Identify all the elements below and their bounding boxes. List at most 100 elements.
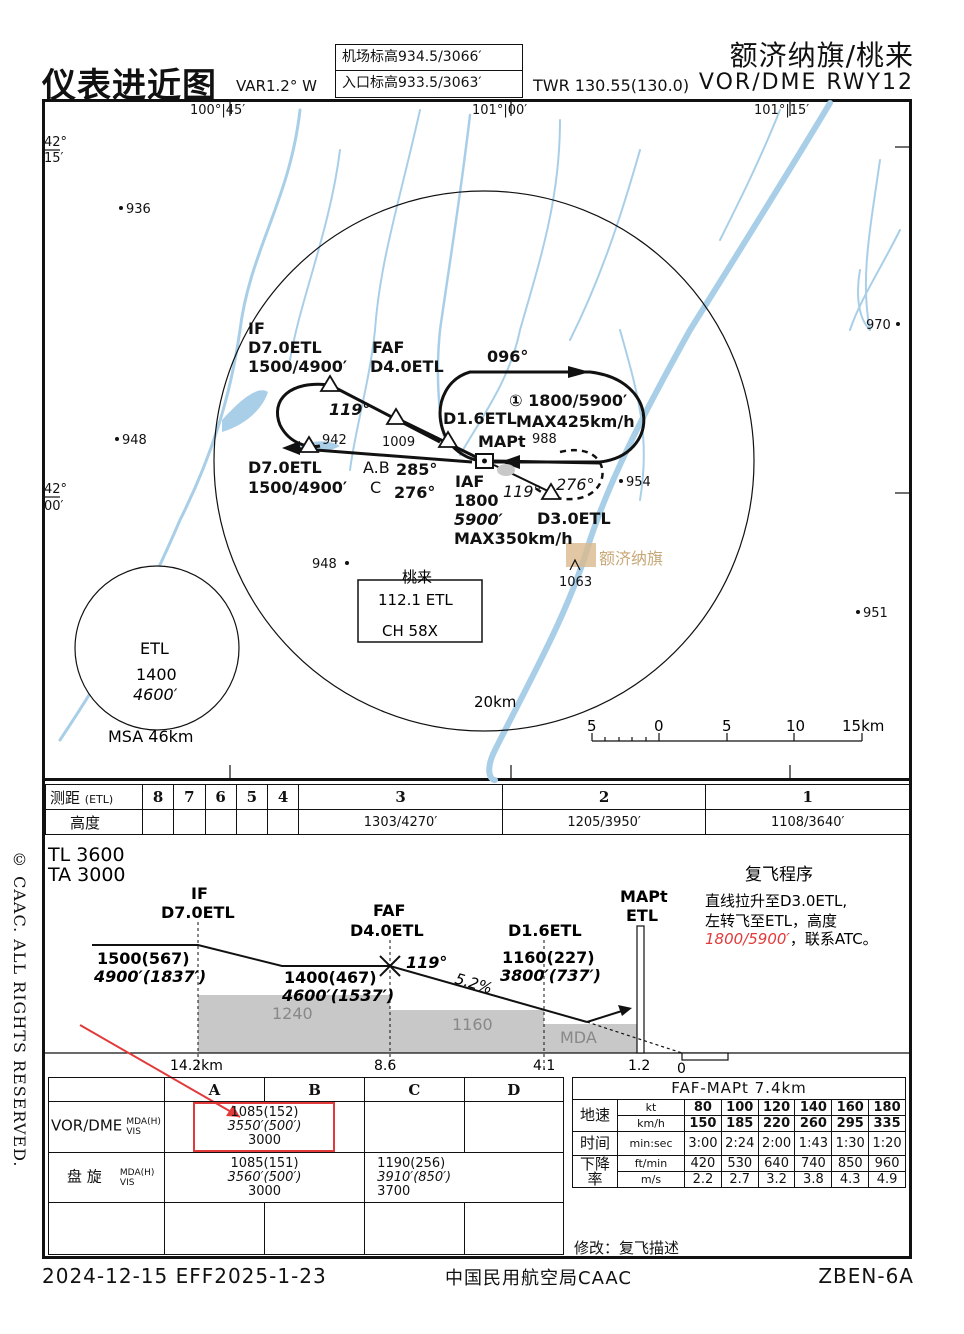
kt-180: 180 <box>868 1099 906 1116</box>
lon-label-3: 101°|15′ <box>754 103 809 118</box>
profile-alt-faf-ft: 4600′(1537′) <box>281 986 394 1005</box>
lon-label-2: 101°|00′ <box>472 103 527 118</box>
spot-height-954: 954 <box>626 475 651 490</box>
msa-radius: MSA 46km <box>108 727 194 746</box>
scale-label-5: 15km <box>842 717 884 735</box>
scale-label-4: 10 <box>786 717 805 735</box>
ftmin-5: 850 <box>831 1155 870 1172</box>
profile-frame <box>42 781 912 1259</box>
threshold-elevation: 入口标高933.5/3063′ <box>336 70 522 96</box>
circ-ab-cell: 1085(151) 3560′(500′) 3000 <box>163 1152 366 1203</box>
blank-2 <box>163 1202 265 1255</box>
mapt-label: MAPt <box>478 432 526 451</box>
spot-height-936: 936 <box>126 202 151 217</box>
vor-d-empty <box>463 1101 565 1153</box>
ms-6: 4.9 <box>868 1171 906 1188</box>
alt-cell-3: 1303/4270′ <box>298 809 503 835</box>
missed-line-3: ，联系ATC。 <box>790 930 878 948</box>
spot-height-1009: 1009 <box>382 435 415 450</box>
kt-140: 140 <box>794 1099 833 1116</box>
profile-faf-fix: D4.0ETL <box>350 921 424 940</box>
missed-line-1: 直线拉升至D3.0ETL, <box>705 892 847 910</box>
kt-120: 120 <box>757 1099 796 1116</box>
profile-alt-faf: 1400(467) <box>284 968 377 987</box>
magnetic-variation: VAR1.2° W <box>236 77 317 95</box>
if-fix: D7.0ETL <box>248 338 322 357</box>
blank-3 <box>263 1202 366 1255</box>
cat-b: B <box>263 1077 366 1102</box>
navaid-freq: 112.1 ETL <box>378 591 453 609</box>
course-119-iaf: 119° <box>503 482 542 501</box>
vor-label: VOR/DME <box>51 1116 123 1135</box>
obstacle-segment-2 <box>390 1010 544 1053</box>
vor-vis: 3000 <box>247 1133 282 1148</box>
navaid-box <box>357 579 483 643</box>
blank-4 <box>364 1202 465 1255</box>
iaf-alt-ft: 5900′ <box>454 510 504 529</box>
kmh-260: 260 <box>794 1115 833 1132</box>
time-1: 3:00 <box>684 1131 722 1156</box>
spot-height-1063: 1063 <box>559 575 592 590</box>
holding-course: 096° <box>487 347 528 366</box>
chart-id: ZBEN-6A <box>818 1264 914 1288</box>
kmh-150: 150 <box>684 1115 722 1132</box>
holding-speed: MAX425km/h <box>516 412 635 431</box>
vor-vis-unit: VIS <box>126 1127 141 1137</box>
copyright: © CAAC. ALL RIGHTS RESERVED. <box>10 850 29 1168</box>
vor-minima-highlight: 1085(152) 3550′(500′) 3000 <box>193 1102 336 1152</box>
kt-160: 160 <box>831 1099 870 1116</box>
time-2: 2:24 <box>720 1131 759 1156</box>
ftmin-3: 640 <box>757 1155 796 1172</box>
transition-level: TL 3600 <box>47 844 125 866</box>
if-alt: 1500/4900′ <box>248 357 347 376</box>
dme-dist-7: 7 <box>173 784 206 810</box>
kt-unit: kt <box>617 1099 685 1116</box>
time-4: 1:43 <box>794 1131 833 1156</box>
navaid-channel: CH 58X <box>382 622 438 640</box>
profile-alt-d16-ft: 3800′(737′) <box>500 966 601 985</box>
missed-line-3-wrap: 1800/5900′，联系ATC。 <box>705 930 878 948</box>
missed-arrow <box>618 1005 632 1016</box>
spot-height-942: 942 <box>322 433 347 448</box>
outbound-arrow <box>282 441 300 455</box>
kmh-220: 220 <box>757 1115 796 1132</box>
circ-row-label: 盘 旋 MDA(H) VIS <box>48 1152 165 1203</box>
kmh-185: 185 <box>720 1115 759 1132</box>
vor-minima-cell: 1085(152) 3550′(500′) 3000 <box>163 1101 366 1153</box>
minima-corner <box>48 1077 165 1102</box>
holding-alt: ① 1800/5900′ <box>509 391 627 410</box>
alt-cell-8 <box>141 809 175 835</box>
entry-alt: 1500/4900′ <box>248 478 347 497</box>
graticule <box>45 102 909 779</box>
scale-bar <box>591 733 863 742</box>
obstacle-1063 <box>569 558 581 571</box>
profile-alt-d16: 1160(227) <box>502 948 595 967</box>
d30-triangle <box>540 482 562 500</box>
scale-label-2: 0 <box>654 717 664 735</box>
ftmin-6: 960 <box>868 1155 906 1172</box>
lat-label-2-deg: 42° <box>44 482 67 497</box>
rivers <box>58 100 901 783</box>
spot-height-988: 988 <box>532 432 557 447</box>
circ-c-cell: 1190(256) 3910′(850′) 3700 <box>364 1152 564 1203</box>
ms-2: 2.7 <box>720 1171 759 1188</box>
iaf-arrow <box>500 455 520 469</box>
speed-title: FAF-MAPt 7.4km <box>572 1077 906 1100</box>
faf-cross-icon <box>379 955 401 977</box>
circ-vis-unit: VIS <box>119 1177 135 1188</box>
circ-units: MDA(H) VIS <box>120 1168 154 1188</box>
ftmin-4: 740 <box>794 1155 833 1172</box>
alt-cell-2: 1205/3950′ <box>501 809 707 835</box>
aerodrome-elevation: 机场标高934.5/3066′ <box>342 49 482 65</box>
circ-c-mda: 1190(256) <box>377 1155 446 1171</box>
spot-height-948: 948 <box>122 433 147 448</box>
entry-fix: D7.0ETL <box>248 458 322 477</box>
holding-arrow <box>568 366 590 378</box>
d16-label: D1.6ETL <box>443 409 517 428</box>
vor-units: MDA(H) VIS <box>126 1117 160 1137</box>
transition-altitude: TA 3000 <box>47 864 126 886</box>
ring-label: 20km <box>474 693 516 711</box>
kt-100: 100 <box>720 1099 759 1116</box>
circling-label: 盘 旋 <box>67 1167 102 1185</box>
lat-label-1-min: 15′ <box>44 151 64 166</box>
